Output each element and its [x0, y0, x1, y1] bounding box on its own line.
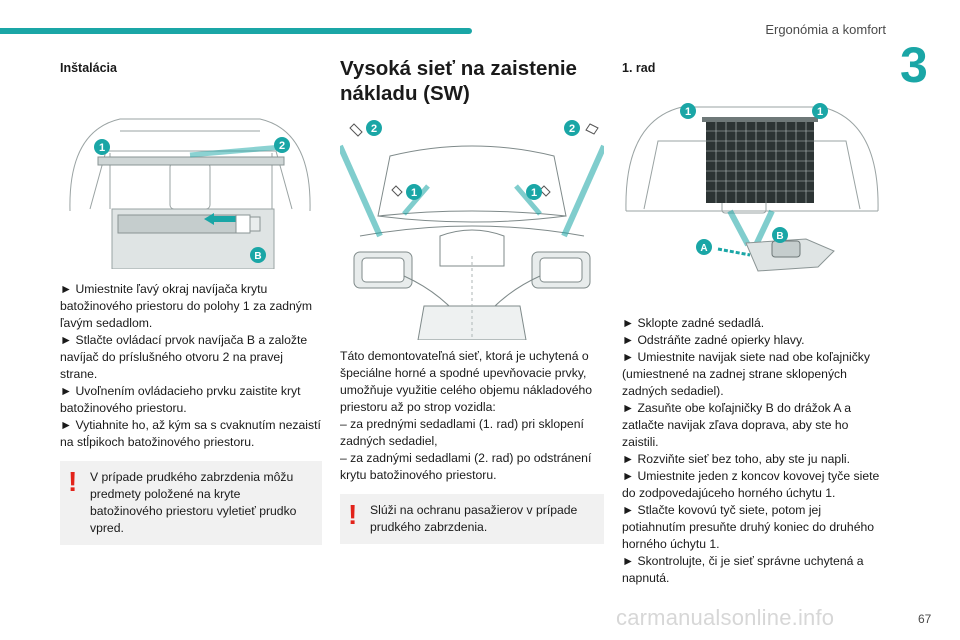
svg-text:2: 2 — [371, 123, 377, 135]
svg-text:1: 1 — [99, 142, 105, 154]
column-first-row: 1. rad 1 — [622, 56, 884, 587]
svg-text:B: B — [776, 231, 783, 242]
high-net-description: Táto demontovateľná sieť, ktorá je uchyt… — [340, 348, 604, 484]
svg-text:1: 1 — [685, 106, 691, 118]
callout-marker-b: B — [250, 247, 266, 263]
warning-note-luggage-cover: ! V prípade prudkého zabrzdenia môžu pre… — [60, 461, 322, 545]
callout-marker-2: 2 — [274, 137, 290, 153]
warning-text: Slúži na ochranu pasažierov v prípade pr… — [370, 503, 578, 534]
high-net-illustration: 2 2 1 1 — [340, 120, 604, 340]
first-row-step: ► Sklopte zadné sedadlá. — [622, 316, 765, 330]
callout-marker-a: A — [696, 239, 712, 255]
first-row-steps: ► Sklopte zadné sedadlá. ► Odstráňte zad… — [622, 315, 884, 587]
callout-marker-1-left: 1 — [406, 184, 422, 200]
figure-luggage-cover: 1 2 B — [60, 91, 322, 269]
svg-text:B: B — [254, 251, 261, 262]
callout-marker-1-right: 1 — [526, 184, 542, 200]
first-row-net-illustration: 1 1 A B — [625, 103, 879, 272]
svg-text:1: 1 — [411, 187, 417, 199]
installation-step: ► Uvoľnením ovládacieho prvku zaistite k… — [60, 384, 301, 415]
warning-icon: ! — [68, 466, 78, 497]
first-row-step: ► Odstráňte zadné opierky hlavy. — [622, 333, 805, 347]
high-net-paragraph: – za prednými sedadlami (1. rad) pri skl… — [340, 417, 584, 448]
first-row-step: ► Umiestnite navijak siete nad obe koľaj… — [622, 350, 870, 398]
first-row-step: ► Zasuňte obe koľajničky B do drážok A a… — [622, 401, 852, 449]
header-accent-bar — [0, 28, 472, 34]
warning-text: V prípade prudkého zabrzdenia môžu predm… — [90, 470, 297, 535]
callout-marker-b: B — [772, 227, 788, 243]
page-number: 67 — [918, 612, 932, 626]
column-high-net: Vysoká sieť na zaistenie nákladu (SW) — [340, 56, 604, 544]
chapter-number: 3 — [900, 37, 928, 93]
figure-high-net: 2 2 1 1 — [340, 116, 604, 340]
first-row-heading: 1. rad — [622, 61, 656, 75]
column-installation: Inštalácia 1 2 — [60, 56, 322, 545]
callout-marker-2-right: 2 — [564, 120, 580, 136]
svg-text:2: 2 — [569, 123, 575, 135]
warning-icon: ! — [348, 499, 358, 530]
first-row-step: ► Stlačte kovovú tyč siete, potom jej po… — [622, 503, 875, 551]
high-net-paragraph: Táto demontovateľná sieť, ktorá je uchyt… — [340, 349, 593, 414]
svg-text:1: 1 — [531, 187, 537, 199]
first-row-step: ► Umiestnite jeden z koncov kovovej tyče… — [622, 469, 880, 500]
installation-heading: Inštalácia — [60, 61, 117, 75]
installation-step: ► Vytiahnite ho, až kým sa s cvaknutím n… — [60, 418, 321, 449]
high-net-heading: Vysoká sieť na zaistenie nákladu (SW) — [340, 57, 577, 105]
warning-note-high-net: ! Slúži na ochranu pasažierov v prípade … — [340, 494, 604, 544]
high-net-paragraph: – za zadnými sedadlami (2. rad) po odstr… — [340, 451, 592, 482]
callout-marker-1: 1 — [94, 139, 110, 155]
installation-step: ► Stlačte ovládací prvok navíjača B a za… — [60, 333, 308, 381]
installation-step: ► Umiestnite ľavý okraj navíjača krytu b… — [60, 282, 313, 330]
watermark: carmanualsonline.info — [616, 605, 835, 630]
callout-marker-2-left: 2 — [366, 120, 382, 136]
callout-marker-1-left: 1 — [680, 103, 696, 119]
first-row-step: ► Skontrolujte, či je sieť správne uchyt… — [622, 554, 864, 585]
svg-text:A: A — [700, 243, 707, 254]
chapter-title: Ergonómia a komfort — [765, 22, 886, 37]
first-row-step: ► Rozviňte sieť bez toho, aby ste ju nap… — [622, 452, 851, 466]
callout-marker-1-right: 1 — [812, 103, 828, 119]
luggage-cover-illustration: 1 2 B — [69, 118, 311, 269]
installation-steps: ► Umiestnite ľavý okraj navíjača krytu b… — [60, 281, 322, 451]
figure-first-row-net: 1 1 A B — [622, 91, 884, 291]
svg-text:1: 1 — [817, 106, 823, 118]
svg-text:2: 2 — [279, 140, 285, 152]
